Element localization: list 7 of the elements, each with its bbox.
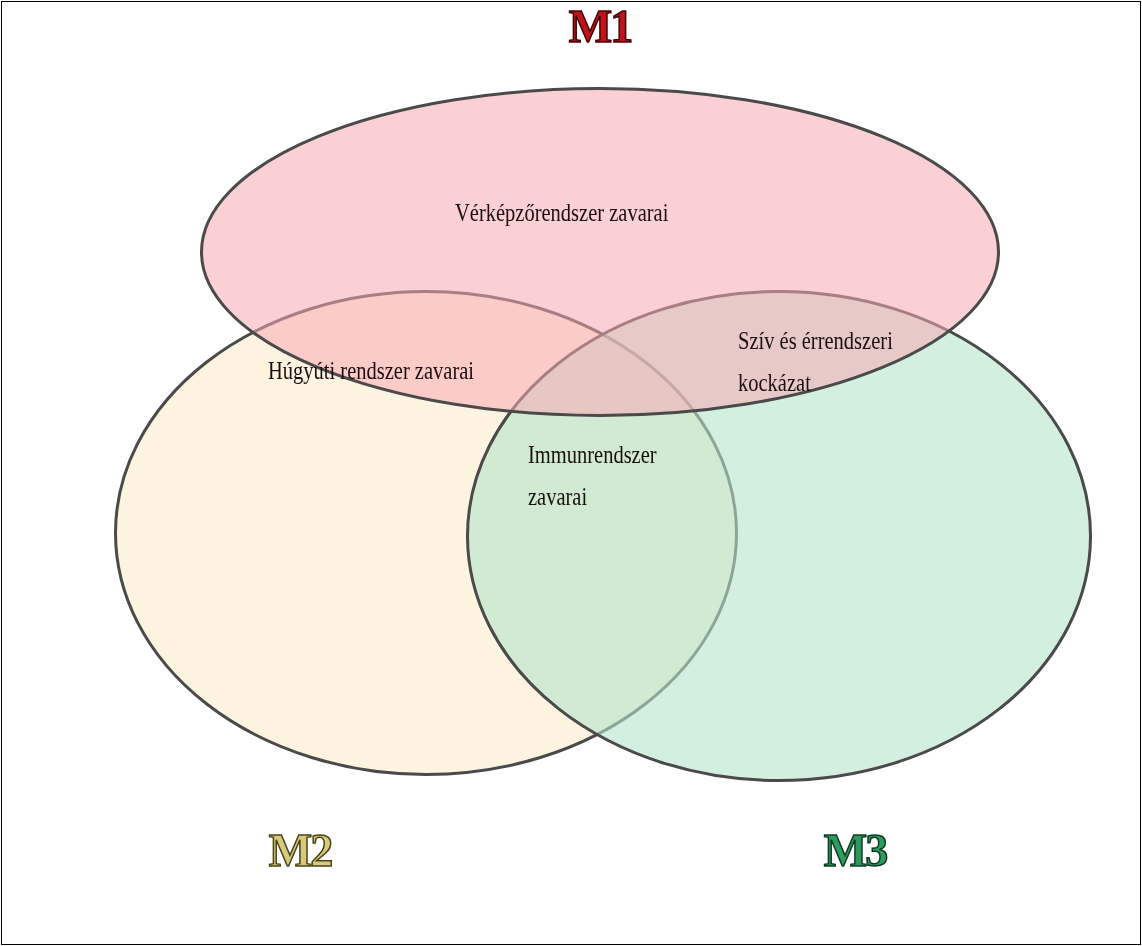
region-label: Vérképzőrendszer zavarai bbox=[455, 198, 670, 228]
set-title: M3 bbox=[823, 824, 887, 877]
set-title: M2 bbox=[268, 824, 332, 877]
region-label: Húgyúti rendszer zavarai bbox=[268, 356, 476, 386]
region-label: Immunrendszer zavarai bbox=[528, 440, 658, 512]
region-label: Szív és érrendszeri kockázat bbox=[738, 326, 894, 398]
set-title: M1 bbox=[568, 0, 632, 53]
